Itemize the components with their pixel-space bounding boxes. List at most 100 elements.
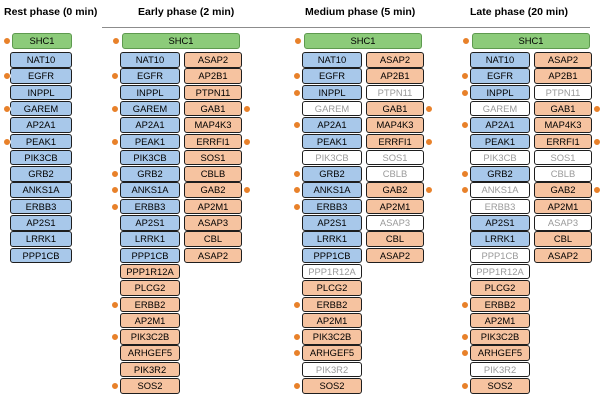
protein-box-medium: EGFR: [302, 68, 362, 84]
protein-box-medium: ASAP2: [366, 247, 424, 264]
protein-box-late: PIK3R2: [470, 361, 530, 378]
protein-box-late: ERRFI1: [534, 133, 592, 149]
protein-box-late: PTPN11: [534, 84, 592, 101]
hub-box-medium: SHC1: [304, 33, 422, 49]
hub-box-rest: SHC1: [12, 33, 72, 49]
marker-icon: [593, 104, 600, 113]
protein-box-early: LRRK1: [120, 231, 180, 247]
protein-box-late: SOS2: [470, 378, 530, 394]
marker-icon: [3, 37, 11, 45]
protein-box-early: CBL: [184, 231, 242, 247]
protein-box-early: ASAP3: [184, 215, 242, 231]
protein-box-medium: PLCG2: [302, 280, 362, 296]
protein-box-late: PIK3C2B: [470, 329, 530, 345]
header-divider: [102, 27, 590, 28]
protein-box-rest: GAREM: [10, 100, 72, 117]
protein-box-rest: LRRK1: [10, 231, 72, 247]
protein-box-rest: AP2S1: [10, 215, 72, 231]
protein-box-medium: AP2S1: [302, 215, 362, 231]
protein-box-late: GAREM: [470, 100, 530, 117]
protein-box-medium: ASAP3: [366, 215, 424, 231]
marker-icon: [593, 186, 600, 195]
marker-icon: [111, 170, 119, 179]
marker-icon: [293, 300, 301, 309]
protein-box-medium: GAREM: [302, 100, 362, 117]
marker-icon: [293, 333, 301, 342]
marker-icon: [461, 300, 469, 309]
protein-box-late: AP2B1: [534, 68, 592, 84]
protein-box-early: PTPN11: [184, 84, 242, 101]
protein-box-early: GRB2: [120, 166, 180, 182]
protein-box-late: ASAP2: [534, 247, 592, 264]
protein-box-late: ERBB2: [470, 296, 530, 312]
protein-box-early: ASAP2: [184, 52, 242, 68]
marker-icon: [293, 186, 301, 195]
marker-icon: [3, 137, 11, 146]
marker-icon: [593, 137, 600, 146]
marker-icon: [293, 170, 301, 179]
protein-box-medium: ARHGEF5: [302, 345, 362, 361]
protein-box-early: NAT10: [120, 52, 180, 68]
marker-icon: [112, 37, 120, 45]
marker-icon: [461, 121, 469, 130]
protein-box-late: GAB2: [534, 182, 592, 198]
protein-box-rest: PEAK1: [10, 133, 72, 149]
protein-box-late: LRRK1: [470, 231, 530, 247]
protein-box-early: ERRFI1: [184, 133, 242, 149]
protein-box-medium: GAB1: [366, 100, 424, 117]
marker-icon: [461, 170, 469, 179]
protein-box-medium: PTPN11: [366, 84, 424, 101]
protein-box-medium: ERRFI1: [366, 133, 424, 149]
phase-title-late: Late phase (20 min): [470, 6, 569, 18]
protein-box-early: SOS2: [120, 378, 180, 394]
protein-box-early: EGFR: [120, 68, 180, 84]
protein-box-early: MAP4K3: [184, 117, 242, 133]
phase-title-medium: Medium phase (5 min): [305, 6, 416, 18]
protein-box-late: AP2M1: [534, 198, 592, 215]
protein-box-late: GRB2: [470, 166, 530, 182]
protein-box-medium: NAT10: [302, 52, 362, 68]
marker-icon: [293, 349, 301, 358]
marker-icon: [3, 104, 11, 113]
protein-box-medium: AP2M1: [366, 198, 424, 215]
protein-box-medium: PEAK1: [302, 133, 362, 149]
protein-box-late: ASAP3: [534, 215, 592, 231]
protein-box-medium: ERBB3: [302, 198, 362, 215]
protein-box-early: AP2M1: [120, 312, 180, 329]
protein-box-late: EGFR: [470, 68, 530, 84]
protein-box-early: SOS1: [184, 149, 242, 166]
protein-box-medium: SOS1: [366, 149, 424, 166]
protein-box-early: GAREM: [120, 100, 180, 117]
protein-box-late: AP2S1: [470, 215, 530, 231]
marker-icon: [111, 333, 119, 342]
protein-box-early: INPPL: [120, 84, 180, 101]
protein-box-medium: GAB2: [366, 182, 424, 198]
marker-icon: [461, 349, 469, 358]
protein-box-late: PPP1CB: [470, 247, 530, 264]
marker-icon: [293, 202, 301, 211]
protein-box-medium: PPP1R12A: [302, 263, 362, 280]
protein-box-medium: AP2B1: [366, 68, 424, 84]
marker-icon: [425, 104, 433, 113]
protein-box-late: CBLB: [534, 166, 592, 182]
protein-box-early: AP2M1: [184, 198, 242, 215]
protein-box-medium: AP2M1: [302, 312, 362, 329]
marker-icon: [111, 186, 119, 195]
protein-box-early: AP2A1: [120, 117, 180, 133]
protein-box-late: CBL: [534, 231, 592, 247]
protein-box-early: AP2S1: [120, 215, 180, 231]
protein-box-rest: ERBB3: [10, 198, 72, 215]
protein-box-rest: NAT10: [10, 52, 72, 68]
protein-box-rest: PIK3CB: [10, 149, 72, 166]
protein-box-late: SOS1: [534, 149, 592, 166]
marker-icon: [111, 104, 119, 113]
protein-box-medium: LRRK1: [302, 231, 362, 247]
protein-box-early: CBLB: [184, 166, 242, 182]
protein-box-medium: CBLB: [366, 166, 424, 182]
protein-box-medium: SOS2: [302, 378, 362, 394]
marker-icon: [461, 88, 469, 97]
protein-box-early: ERBB2: [120, 296, 180, 312]
marker-icon: [461, 72, 469, 81]
marker-icon: [111, 202, 119, 211]
marker-icon: [3, 72, 11, 81]
